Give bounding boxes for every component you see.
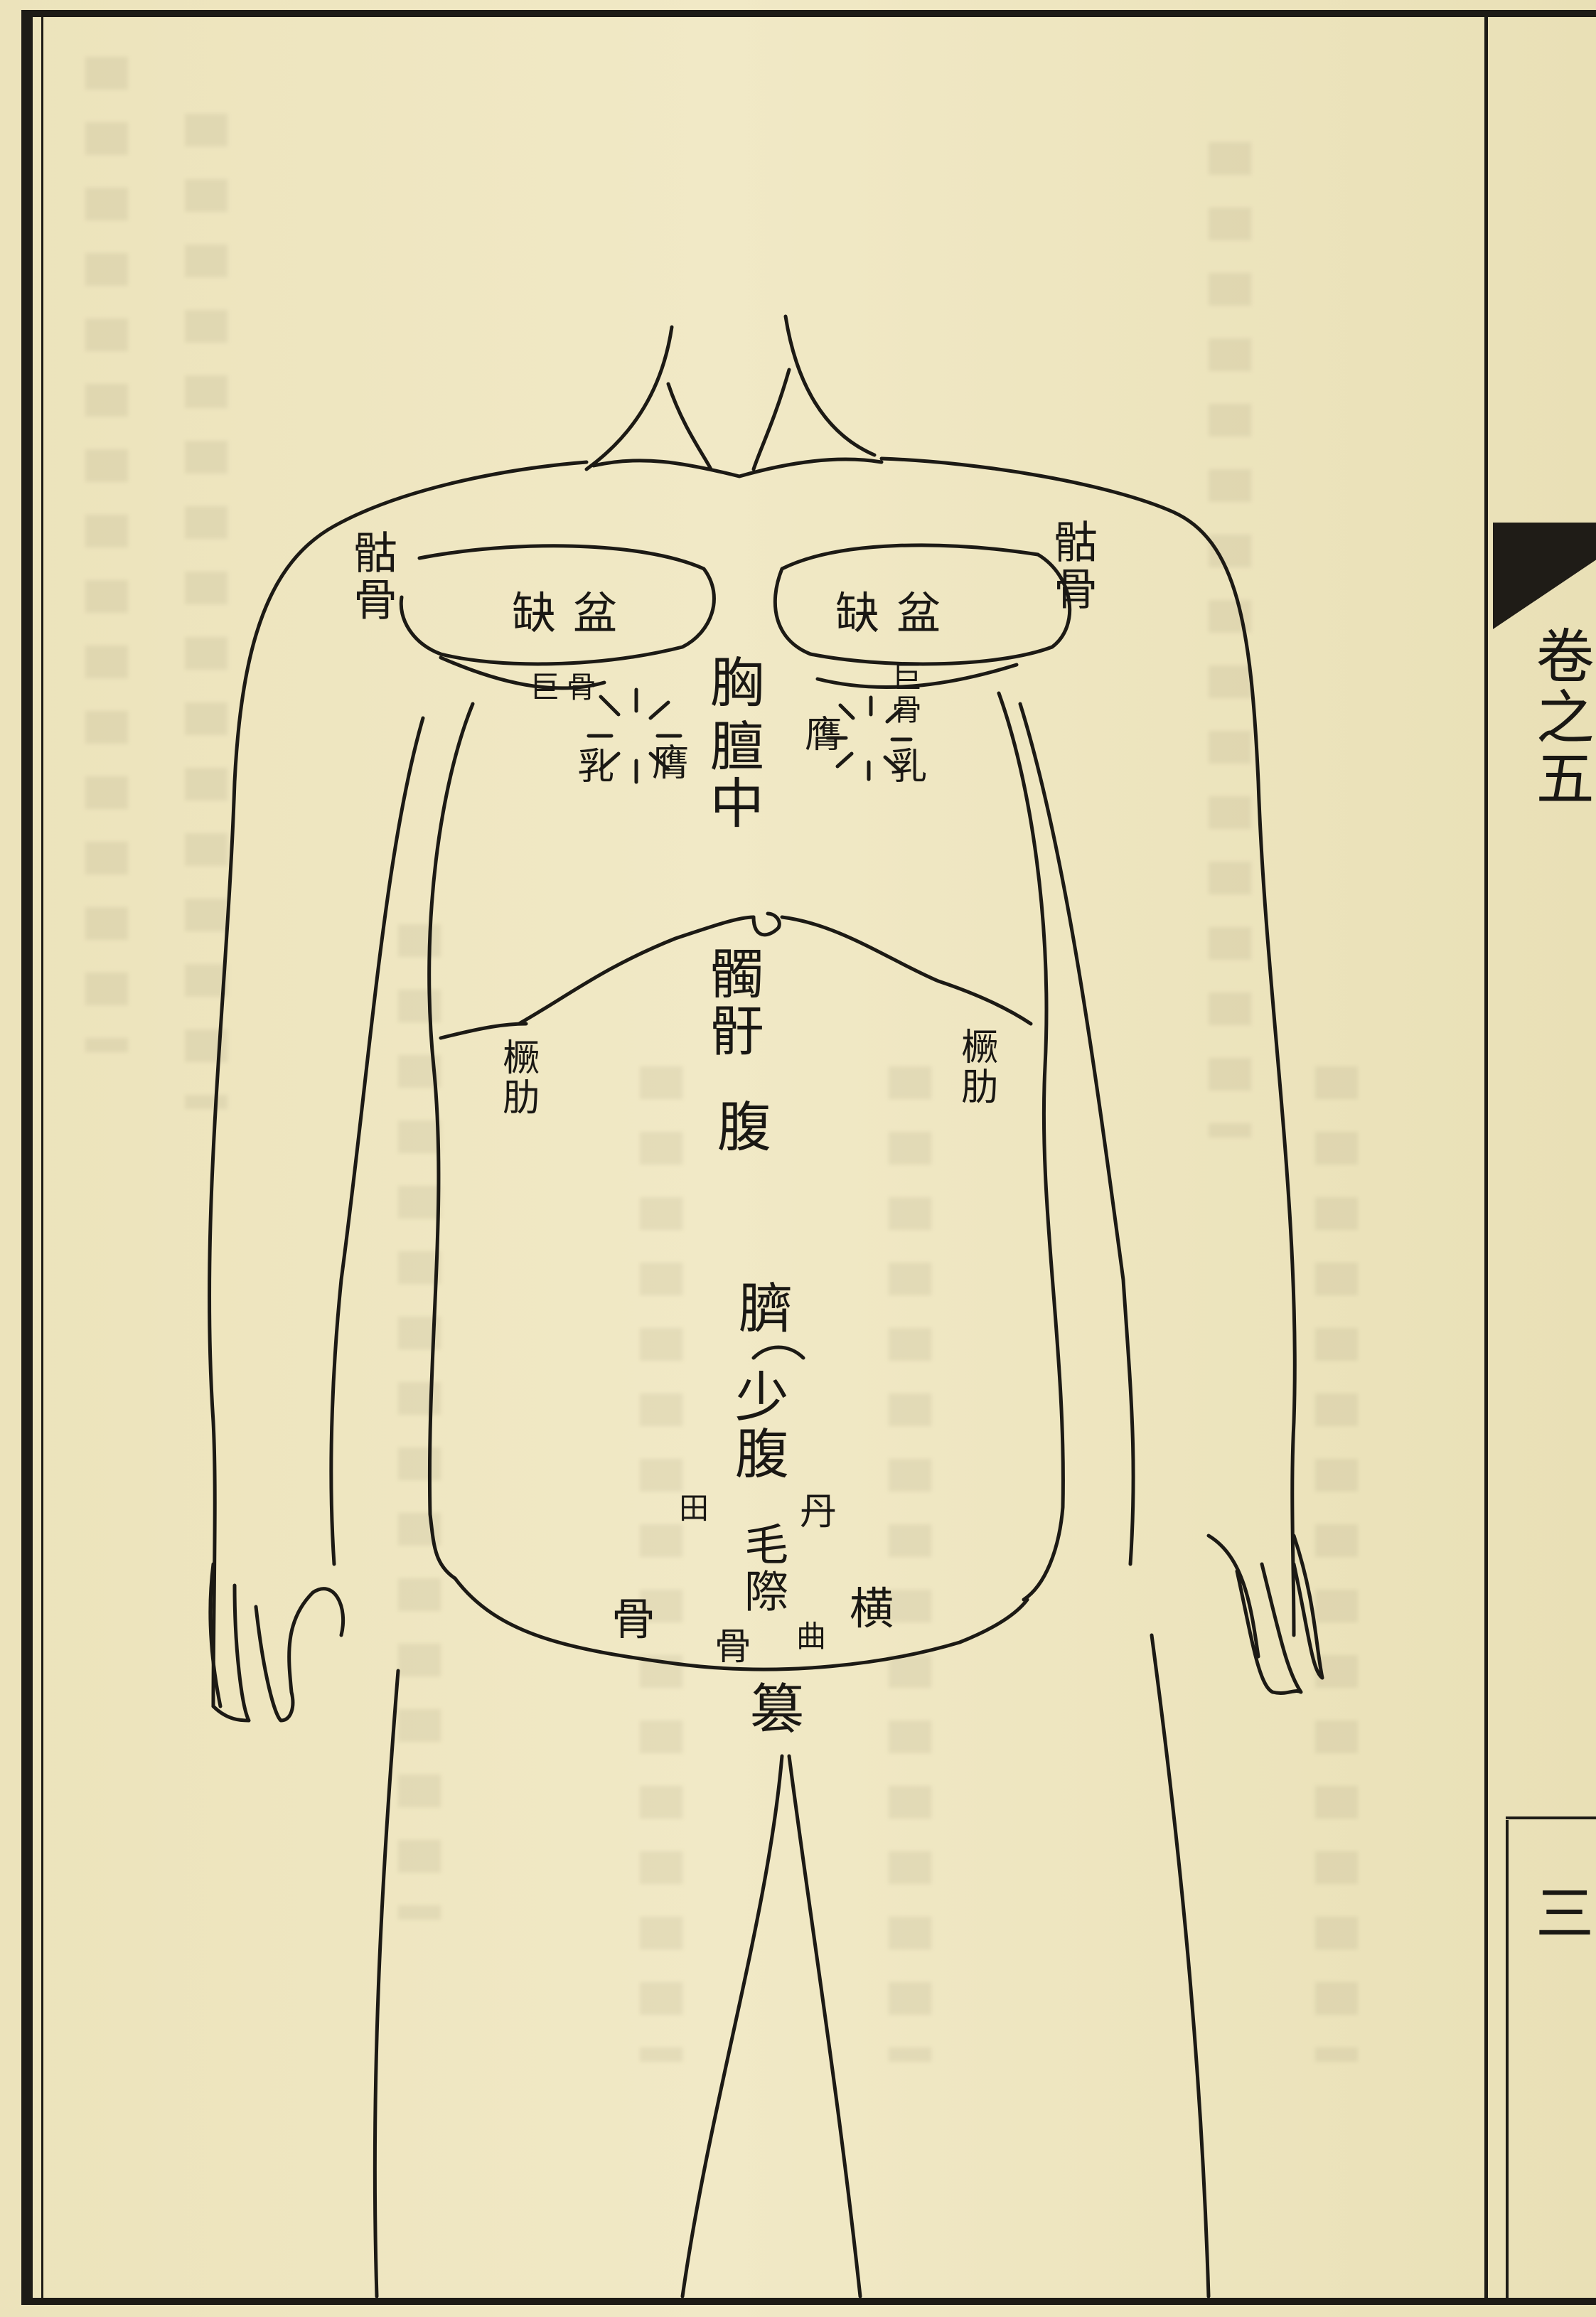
label-henggu-heng: 横 (850, 1585, 894, 1632)
navel (754, 1347, 803, 1358)
label-henggu-gu: 骨 (611, 1596, 655, 1642)
label-ru-left: 乳 (572, 747, 611, 786)
label-xielei-left: 橛肋 (498, 1038, 537, 1118)
label-qi: 臍 (732, 1280, 789, 1337)
label-xielei-right: 橛肋 (956, 1027, 995, 1107)
label-ying-right: 膺 (800, 715, 839, 754)
left-torso-side (429, 704, 473, 1578)
neck-outline (786, 316, 874, 455)
neck-outline (587, 327, 672, 469)
label-qugu-qu: 曲 (796, 1621, 826, 1652)
label-heyu: 髑骬 (704, 946, 761, 1059)
neck-outline (594, 459, 882, 476)
label-tanzhong: 膻中 (704, 718, 761, 832)
label-kuzi-right: 骷骨 (1049, 519, 1095, 613)
label-quepen-left: 缺盆 (512, 590, 634, 636)
left-leg-outline (375, 1671, 398, 2296)
label-kuzi-left: 骷骨 (348, 530, 395, 624)
xiphoid (754, 914, 779, 935)
label-ru-right: 乳 (885, 747, 924, 786)
label-maoji: 毛際 (739, 1521, 786, 1615)
left-hand (210, 1564, 343, 1721)
rib-margin (441, 1024, 526, 1038)
right-hand (1209, 1536, 1322, 1693)
inner-leg-outline (789, 1756, 860, 2296)
label-jugu-left: 巨骨 (530, 672, 604, 703)
rib-margin (782, 917, 1031, 1024)
label-dan: 丹 (800, 1493, 837, 1532)
label-quepen-right: 缺盆 (835, 590, 958, 636)
right-leg-outline (1152, 1635, 1209, 2296)
right-inner-arm (1020, 704, 1133, 1564)
label-cuan: 篡 (750, 1681, 804, 1738)
label-fu: 腹 (711, 1098, 768, 1155)
inner-leg-outline (682, 1756, 782, 2296)
label-tian: 田 (679, 1493, 709, 1524)
label-xiong: 胸 (704, 654, 761, 711)
label-qugu-gu: 骨 (714, 1628, 751, 1667)
neck-outline (754, 370, 789, 469)
label-ying-left: 膺 (647, 743, 686, 783)
label-jugu-right: 巨骨 (889, 661, 920, 727)
label-shaofu: 少腹 (729, 1369, 786, 1482)
left-inner-arm (331, 718, 423, 1564)
neck-outline (668, 384, 711, 469)
